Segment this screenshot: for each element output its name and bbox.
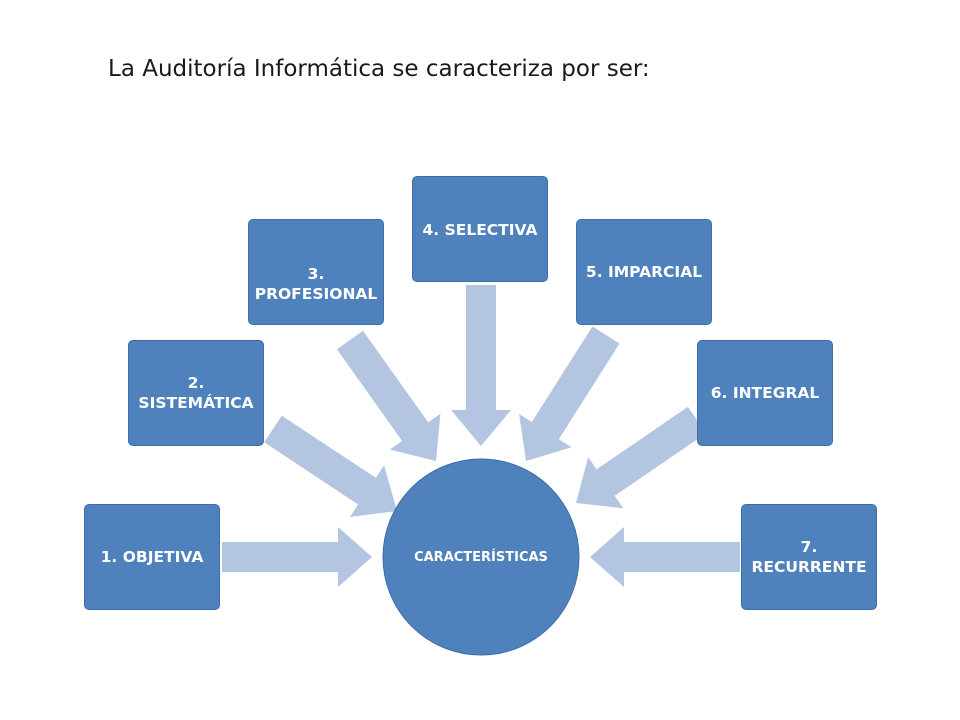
node-recurrente-line-2: RECURRENTE: [751, 558, 867, 576]
node-imparcial-line-1: 5. IMPARCIAL: [585, 263, 703, 281]
node-profesional-line-2: PROFESIONAL: [254, 285, 378, 303]
node-selectiva: 4. SELECTIVA: [412, 176, 548, 282]
node-recurrente: 7. RECURRENTE: [741, 504, 877, 610]
node-recurrente-line-1: 7.: [800, 538, 818, 556]
center-circle: [382, 458, 580, 656]
node-objetiva: 1. OBJETIVA: [84, 504, 220, 610]
node-profesional: 3. PROFESIONAL: [248, 219, 384, 325]
node-selectiva-line-1: 4. SELECTIVA: [422, 221, 538, 239]
node-sistematica-line-2: SISTEMÁTICA: [138, 394, 254, 412]
arrow-imparcial: [519, 326, 620, 461]
arrows-group: [222, 285, 740, 587]
slide-title: La Auditoría Informática se caracteriza …: [108, 56, 650, 82]
node-objetiva-line-1: 1. OBJETIVA: [100, 548, 204, 566]
arrow-integral: [576, 406, 707, 509]
center-label: CARACTERÍSTICAS: [414, 549, 548, 565]
node-sistematica-line-1: 2.: [187, 374, 205, 392]
arrow-profesional: [337, 330, 441, 461]
node-sistematica: 2. SISTEMÁTICA: [128, 340, 264, 446]
node-integral: 6. INTEGRAL: [697, 340, 833, 446]
node-profesional-line-1: 3.: [307, 265, 325, 283]
node-integral-line-1: 6. INTEGRAL: [710, 384, 820, 402]
arrow-objetiva: [222, 527, 372, 587]
arrow-selectiva: [451, 285, 511, 446]
arrow-recurrente: [590, 527, 740, 587]
node-imparcial: 5. IMPARCIAL: [576, 219, 712, 325]
arrow-sistematica: [264, 415, 397, 517]
